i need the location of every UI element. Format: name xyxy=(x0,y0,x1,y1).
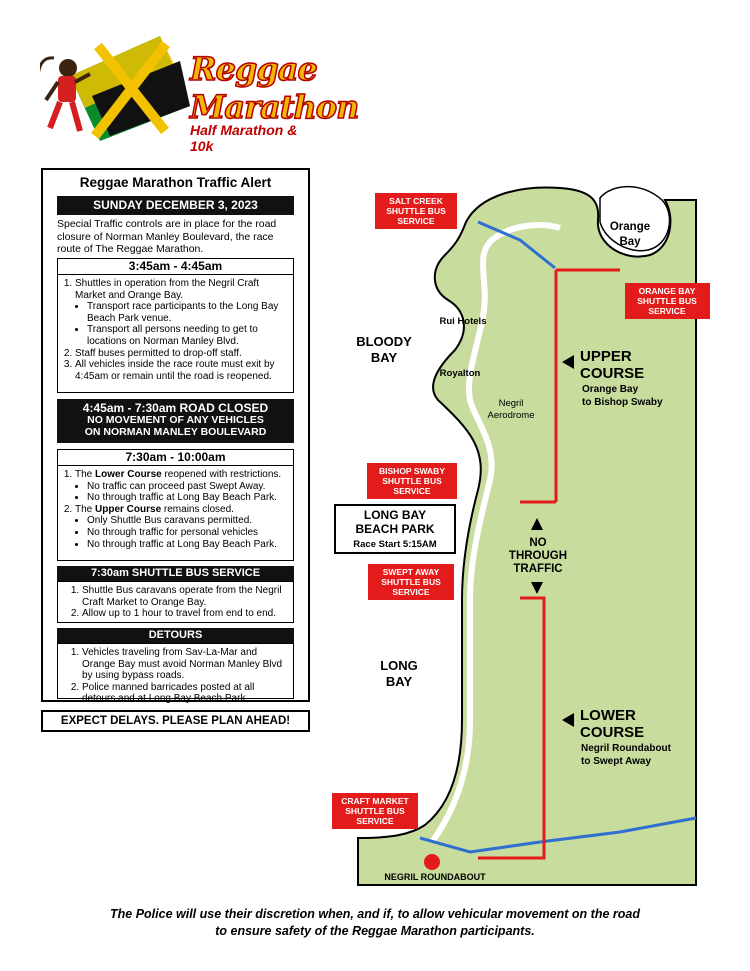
bypass-road-north xyxy=(477,220,556,270)
bloody-bay-label-line1: BLOODY xyxy=(356,334,412,349)
road-closed-time: 4:45am - 7:30am ROAD CLOSED xyxy=(82,401,269,415)
shuttle-item1: Shuttle Bus caravans operate from the Ne… xyxy=(82,585,289,608)
rui-hotels-label: Rui Hotels xyxy=(440,316,487,327)
no-through-up-arrow-icon xyxy=(531,518,543,530)
shuttle-service-box: Shuttle Bus caravans operate from the Ne… xyxy=(57,581,294,623)
detours-item2: Police manned barricades posted at all d… xyxy=(82,682,289,705)
orange-bay-label-line2: Bay xyxy=(619,236,641,248)
section3-item1-sub1: No traffic can proceed past Swept Away. xyxy=(87,481,289,493)
section1-item1-sub1: Transport race participants to the Long … xyxy=(87,301,289,324)
orange-bay-water xyxy=(599,185,671,252)
svg-text:BISHOP SWABY: BISHOP SWABY xyxy=(379,466,445,476)
detours-header: DETOURS xyxy=(57,628,294,643)
swept-away-shuttle-label: SWEPT AWAY SHUTTLE BUS SERVICE xyxy=(368,564,454,600)
long-bay-label-line1: LONG xyxy=(380,658,418,673)
logo-title-line1: Reggae xyxy=(189,49,318,89)
land-mass xyxy=(357,186,697,886)
section3-item2-sub2: No through traffic for personal vehicles xyxy=(87,527,289,539)
road-closed-banner: 4:45am - 7:30am ROAD CLOSED NO MOVEMENT … xyxy=(57,399,294,443)
upper-course-closure xyxy=(554,268,620,502)
svg-text:SALT CREEK: SALT CREEK xyxy=(389,196,444,206)
logo-subtitle: Half Marathon & 10k xyxy=(190,122,298,154)
salt-creek-shuttle-label: SALT CREEK SHUTTLE BUS SERVICE xyxy=(375,193,457,229)
section3-item2-sub1: Only Shuttle Bus caravans permitted. xyxy=(87,515,289,527)
section3-item2: The Upper Course remains closed. Only Sh… xyxy=(75,504,289,550)
svg-text:LONG BAY: LONG BAY xyxy=(364,508,426,522)
logo-title-line2: Marathon xyxy=(189,87,360,127)
svg-text:SHUTTLE BUS: SHUTTLE BUS xyxy=(637,296,697,306)
svg-text:Race Start 5:15AM: Race Start 5:15AM xyxy=(353,539,437,550)
norman-manley-road xyxy=(429,222,561,844)
intro-text: Special Traffic controls are in place fo… xyxy=(57,218,277,255)
section3-item2-sub3: No through traffic at Long Bay Beach Par… xyxy=(87,539,289,551)
svg-text:SWEPT AWAY: SWEPT AWAY xyxy=(383,567,440,577)
upper-course-title-line1: UPPER xyxy=(580,348,632,365)
craft-market-shuttle-label: CRAFT MARKET SHUTTLE BUS SERVICE xyxy=(332,793,418,829)
svg-text:CRAFT MARKET: CRAFT MARKET xyxy=(341,796,409,806)
expect-delays-banner: EXPECT DELAYS. PLEASE PLAN AHEAD! xyxy=(41,710,310,732)
bypass-road-south xyxy=(419,816,697,854)
lower-course-closure xyxy=(478,596,546,860)
bishop-swaby-shuttle-label: BISHOP SWABY SHUTTLE BUS SERVICE xyxy=(367,463,457,499)
road-closed-line2: ON NORMAN MANLEY BOULEVARD xyxy=(84,425,267,438)
svg-text:BEACH PARK: BEACH PARK xyxy=(355,522,434,536)
upper-course-desc-line2: to Bishop Swaby xyxy=(582,397,663,408)
orange-bay-label-line1: Orange xyxy=(610,221,650,233)
lower-course-title-line2: COURSE xyxy=(580,724,644,741)
lower-course-desc-line1: Negril Roundabout xyxy=(581,743,672,754)
orange-bay-shuttle-label: ORANGE BAY SHUTTLE BUS SERVICE xyxy=(625,283,710,319)
footer-line2: to ensure safety of the Reggae Marathon … xyxy=(215,924,535,938)
alert-title: Reggae Marathon Traffic Alert xyxy=(79,175,272,190)
svg-text:SHUTTLE BUS: SHUTTLE BUS xyxy=(381,577,441,587)
shuttle-item2: Allow up to 1 hour to travel from end to… xyxy=(82,608,289,620)
section3-item1: The Lower Course reopened with restricti… xyxy=(75,469,289,504)
section1-item2: Staff buses permitted to drop-off staff. xyxy=(75,348,289,360)
royalton-label: Royalton xyxy=(440,368,481,379)
negril-roundabout-marker xyxy=(424,854,440,870)
no-through-line2: THROUGH xyxy=(509,550,567,562)
svg-text:SERVICE: SERVICE xyxy=(648,306,685,316)
aerodrome-label-line1: Negril xyxy=(499,398,524,409)
traffic-alert-panel: Reggae Marathon Traffic Alert SUNDAY DEC… xyxy=(41,168,310,704)
svg-text:SERVICE: SERVICE xyxy=(356,816,393,826)
footer-line1: The Police will use their discretion whe… xyxy=(110,907,640,921)
lower-course-arrow-icon xyxy=(562,713,574,727)
section1-item3: All vehicles inside the race route must … xyxy=(75,359,289,382)
svg-text:ORANGE BAY: ORANGE BAY xyxy=(639,286,696,296)
detours-item1: Vehicles traveling from Sav-La-Mar and O… xyxy=(82,647,289,682)
svg-text:SHUTTLE BUS: SHUTTLE BUS xyxy=(382,476,442,486)
footer-note: The Police will use their discretion whe… xyxy=(0,906,750,940)
road-closed-line1: NO MOVEMENT OF ANY VEHICLES xyxy=(87,414,264,426)
svg-text:SERVICE: SERVICE xyxy=(393,486,430,496)
no-through-line3: TRAFFIC xyxy=(513,563,562,575)
negril-roundabout-label: NEGRIL ROUNDABOUT xyxy=(384,872,486,882)
runner-flag-icon xyxy=(36,36,190,141)
long-bay-label-line2: BAY xyxy=(386,674,413,689)
long-bay-beach-park-label: LONG BAY BEACH PARK Race Start 5:15AM xyxy=(334,504,456,554)
detours-box: Vehicles traveling from Sav-La-Mar and O… xyxy=(57,643,294,704)
lower-course-title-line1: LOWER xyxy=(580,707,636,724)
svg-text:SERVICE: SERVICE xyxy=(397,216,434,226)
svg-text:SHUTTLE BUS: SHUTTLE BUS xyxy=(386,206,446,216)
section1-box: Shuttles in operation from the Negril Cr… xyxy=(57,274,294,393)
shuttle-service-header: 7:30am SHUTTLE BUS SERVICE xyxy=(57,566,294,581)
section1-item1-sub2: Transport all persons needing to get to … xyxy=(87,324,289,347)
upper-course-desc-line1: Orange Bay xyxy=(582,384,639,395)
upper-course-arrow-icon xyxy=(562,355,574,369)
no-through-line1: NO xyxy=(529,537,546,549)
reggae-marathon-logo: Reggae Marathon Half Marathon & 10k xyxy=(36,36,360,154)
upper-course-title-line2: COURSE xyxy=(580,365,644,382)
svg-text:SHUTTLE BUS: SHUTTLE BUS xyxy=(345,806,405,816)
section3-item1-sub2: No through traffic at Long Bay Beach Par… xyxy=(87,492,289,504)
date-bar: SUNDAY DECEMBER 3, 2023 xyxy=(57,196,294,215)
section1-item1: Shuttles in operation from the Negril Cr… xyxy=(75,278,289,348)
lower-course-desc-line2: to Swept Away xyxy=(581,756,651,767)
no-through-down-arrow-icon xyxy=(531,582,543,594)
aerodrome-label-line2: Aerodrome xyxy=(488,410,535,421)
section3-box: The Lower Course reopened with restricti… xyxy=(57,465,294,561)
bloody-bay-label-line2: BAY xyxy=(371,350,398,365)
svg-text:SERVICE: SERVICE xyxy=(392,587,429,597)
